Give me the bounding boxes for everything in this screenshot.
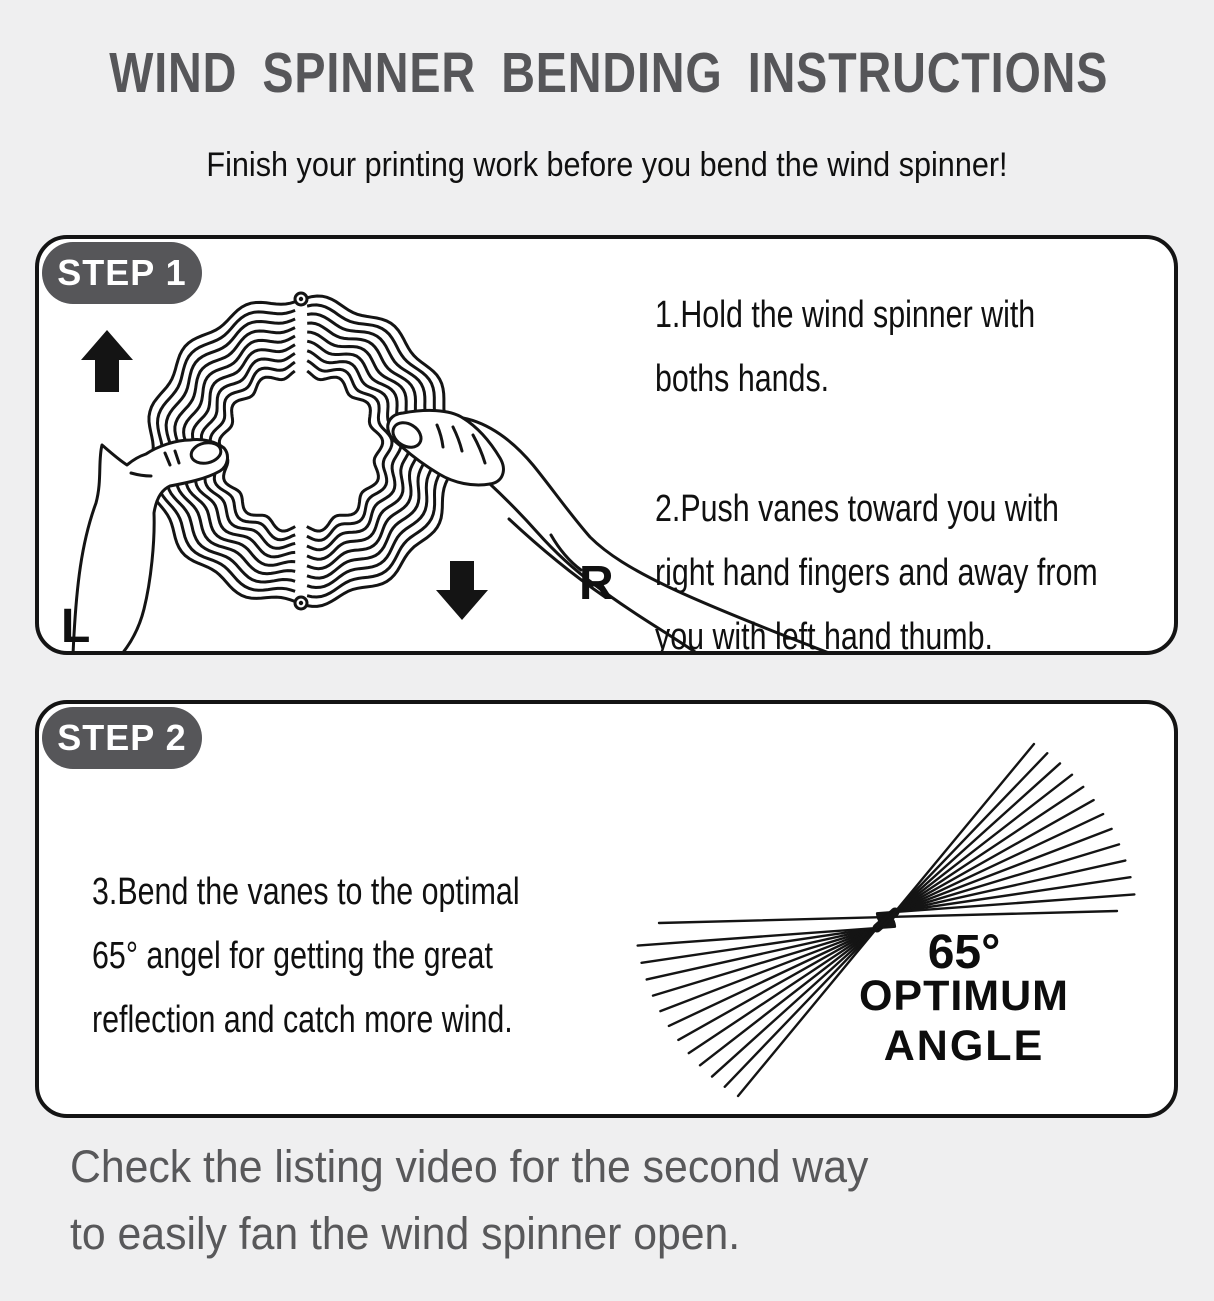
instruction-1-line: 1.Hold the wind spinner with (655, 294, 1036, 336)
footer-note: Check the listing video for the second w… (70, 1133, 868, 1267)
instruction-1-line: boths hands. (655, 358, 830, 400)
left-hand-illustration (71, 438, 229, 651)
down-arrow-icon (436, 561, 488, 620)
fanned-vanes-illustration (636, 742, 1136, 1098)
instruction-2-line: right hand fingers and away from (655, 552, 1098, 594)
optimum-angle-word-2: ANGLE (883, 1022, 1045, 1070)
instruction-1: 1.Hold the wind spinner with boths hands… (655, 283, 1035, 411)
instruction-2-line: 2.Push vanes toward you with (655, 488, 1059, 530)
step2-badge: STEP 2 (42, 707, 202, 769)
instruction-3-line: 3.Bend the vanes to the optimal (92, 871, 520, 913)
right-arm-bottom-outline (488, 482, 697, 651)
right-hand-label: R (579, 557, 614, 610)
step1-badge: STEP 1 (42, 242, 202, 304)
instruction-2: 2.Push vanes toward you with right hand … (655, 477, 1098, 655)
footer-note-line: Check the listing video for the second w… (70, 1141, 869, 1192)
optimum-angle-value: 65° (927, 926, 1001, 979)
spinner-rivets (293, 291, 309, 611)
right-hand-illustration (386, 408, 828, 651)
optimum-angle-word-1: OPTIMUM (858, 972, 1070, 1020)
spinner-holding-illustration (71, 291, 828, 651)
instruction-2-line: you with left hand thumb. (655, 616, 993, 655)
instruction-3-line: reflection and catch more wind. (92, 999, 513, 1041)
instruction-3-line: 65° angel for getting the great (92, 935, 493, 977)
up-arrow-icon (81, 330, 133, 392)
right-index-nail (391, 421, 423, 449)
instruction-3: 3.Bend the vanes to the optimal 65° ange… (92, 860, 520, 1052)
fan-lines (636, 742, 1136, 1098)
step1-panel: STEP 1 (35, 235, 1178, 655)
step2-panel: STEP 2 3.Bend the vanes to the optimal 6… (35, 700, 1178, 1118)
page-title: WIND SPINNER BENDING INSTRUCTIONS (109, 41, 1109, 105)
page-subtitle: Finish your printing work before you ben… (206, 146, 1008, 184)
left-thumb-nail (189, 441, 223, 465)
footer-note-line: to easily fan the wind spinner open. (70, 1208, 741, 1259)
left-hand-label: L (61, 600, 91, 653)
right-hand-top-outline (461, 416, 828, 651)
